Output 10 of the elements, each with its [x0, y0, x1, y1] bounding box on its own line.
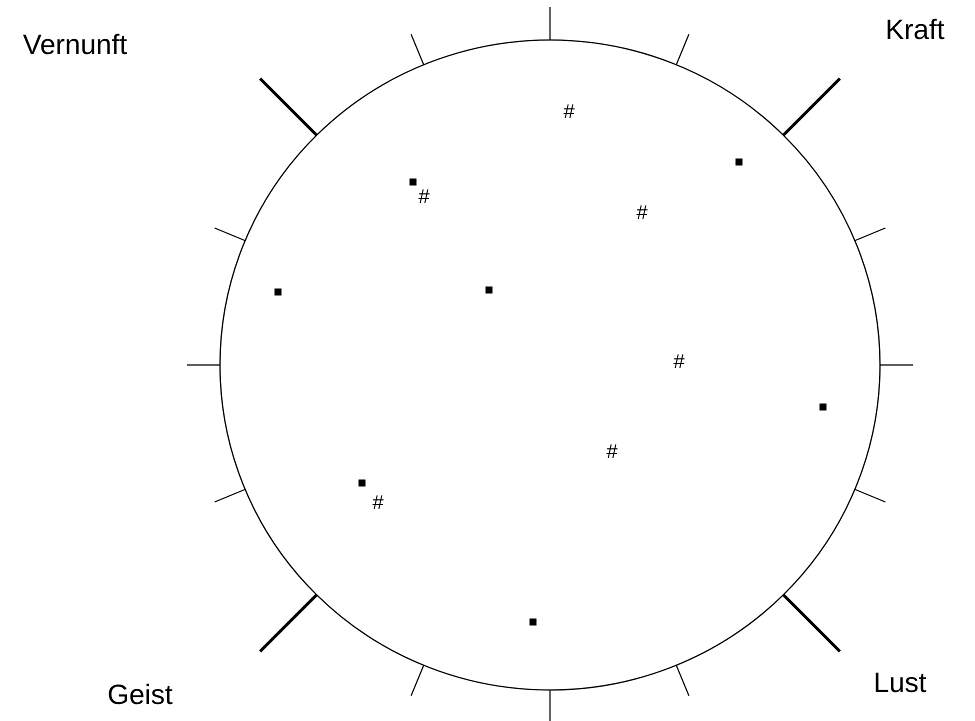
axis-label: Lust: [874, 669, 926, 697]
hash-marker: #: [563, 102, 575, 122]
hash-marker: #: [418, 187, 430, 207]
axis-label: Geist: [107, 681, 173, 709]
hash-marker: #: [372, 493, 384, 513]
hash-marker: #: [606, 442, 618, 462]
hash-marker: #: [636, 203, 648, 223]
axis-label: Kraft: [885, 16, 945, 44]
hash-marker: #: [673, 352, 685, 372]
axis-label: Vernunft: [22, 31, 128, 59]
